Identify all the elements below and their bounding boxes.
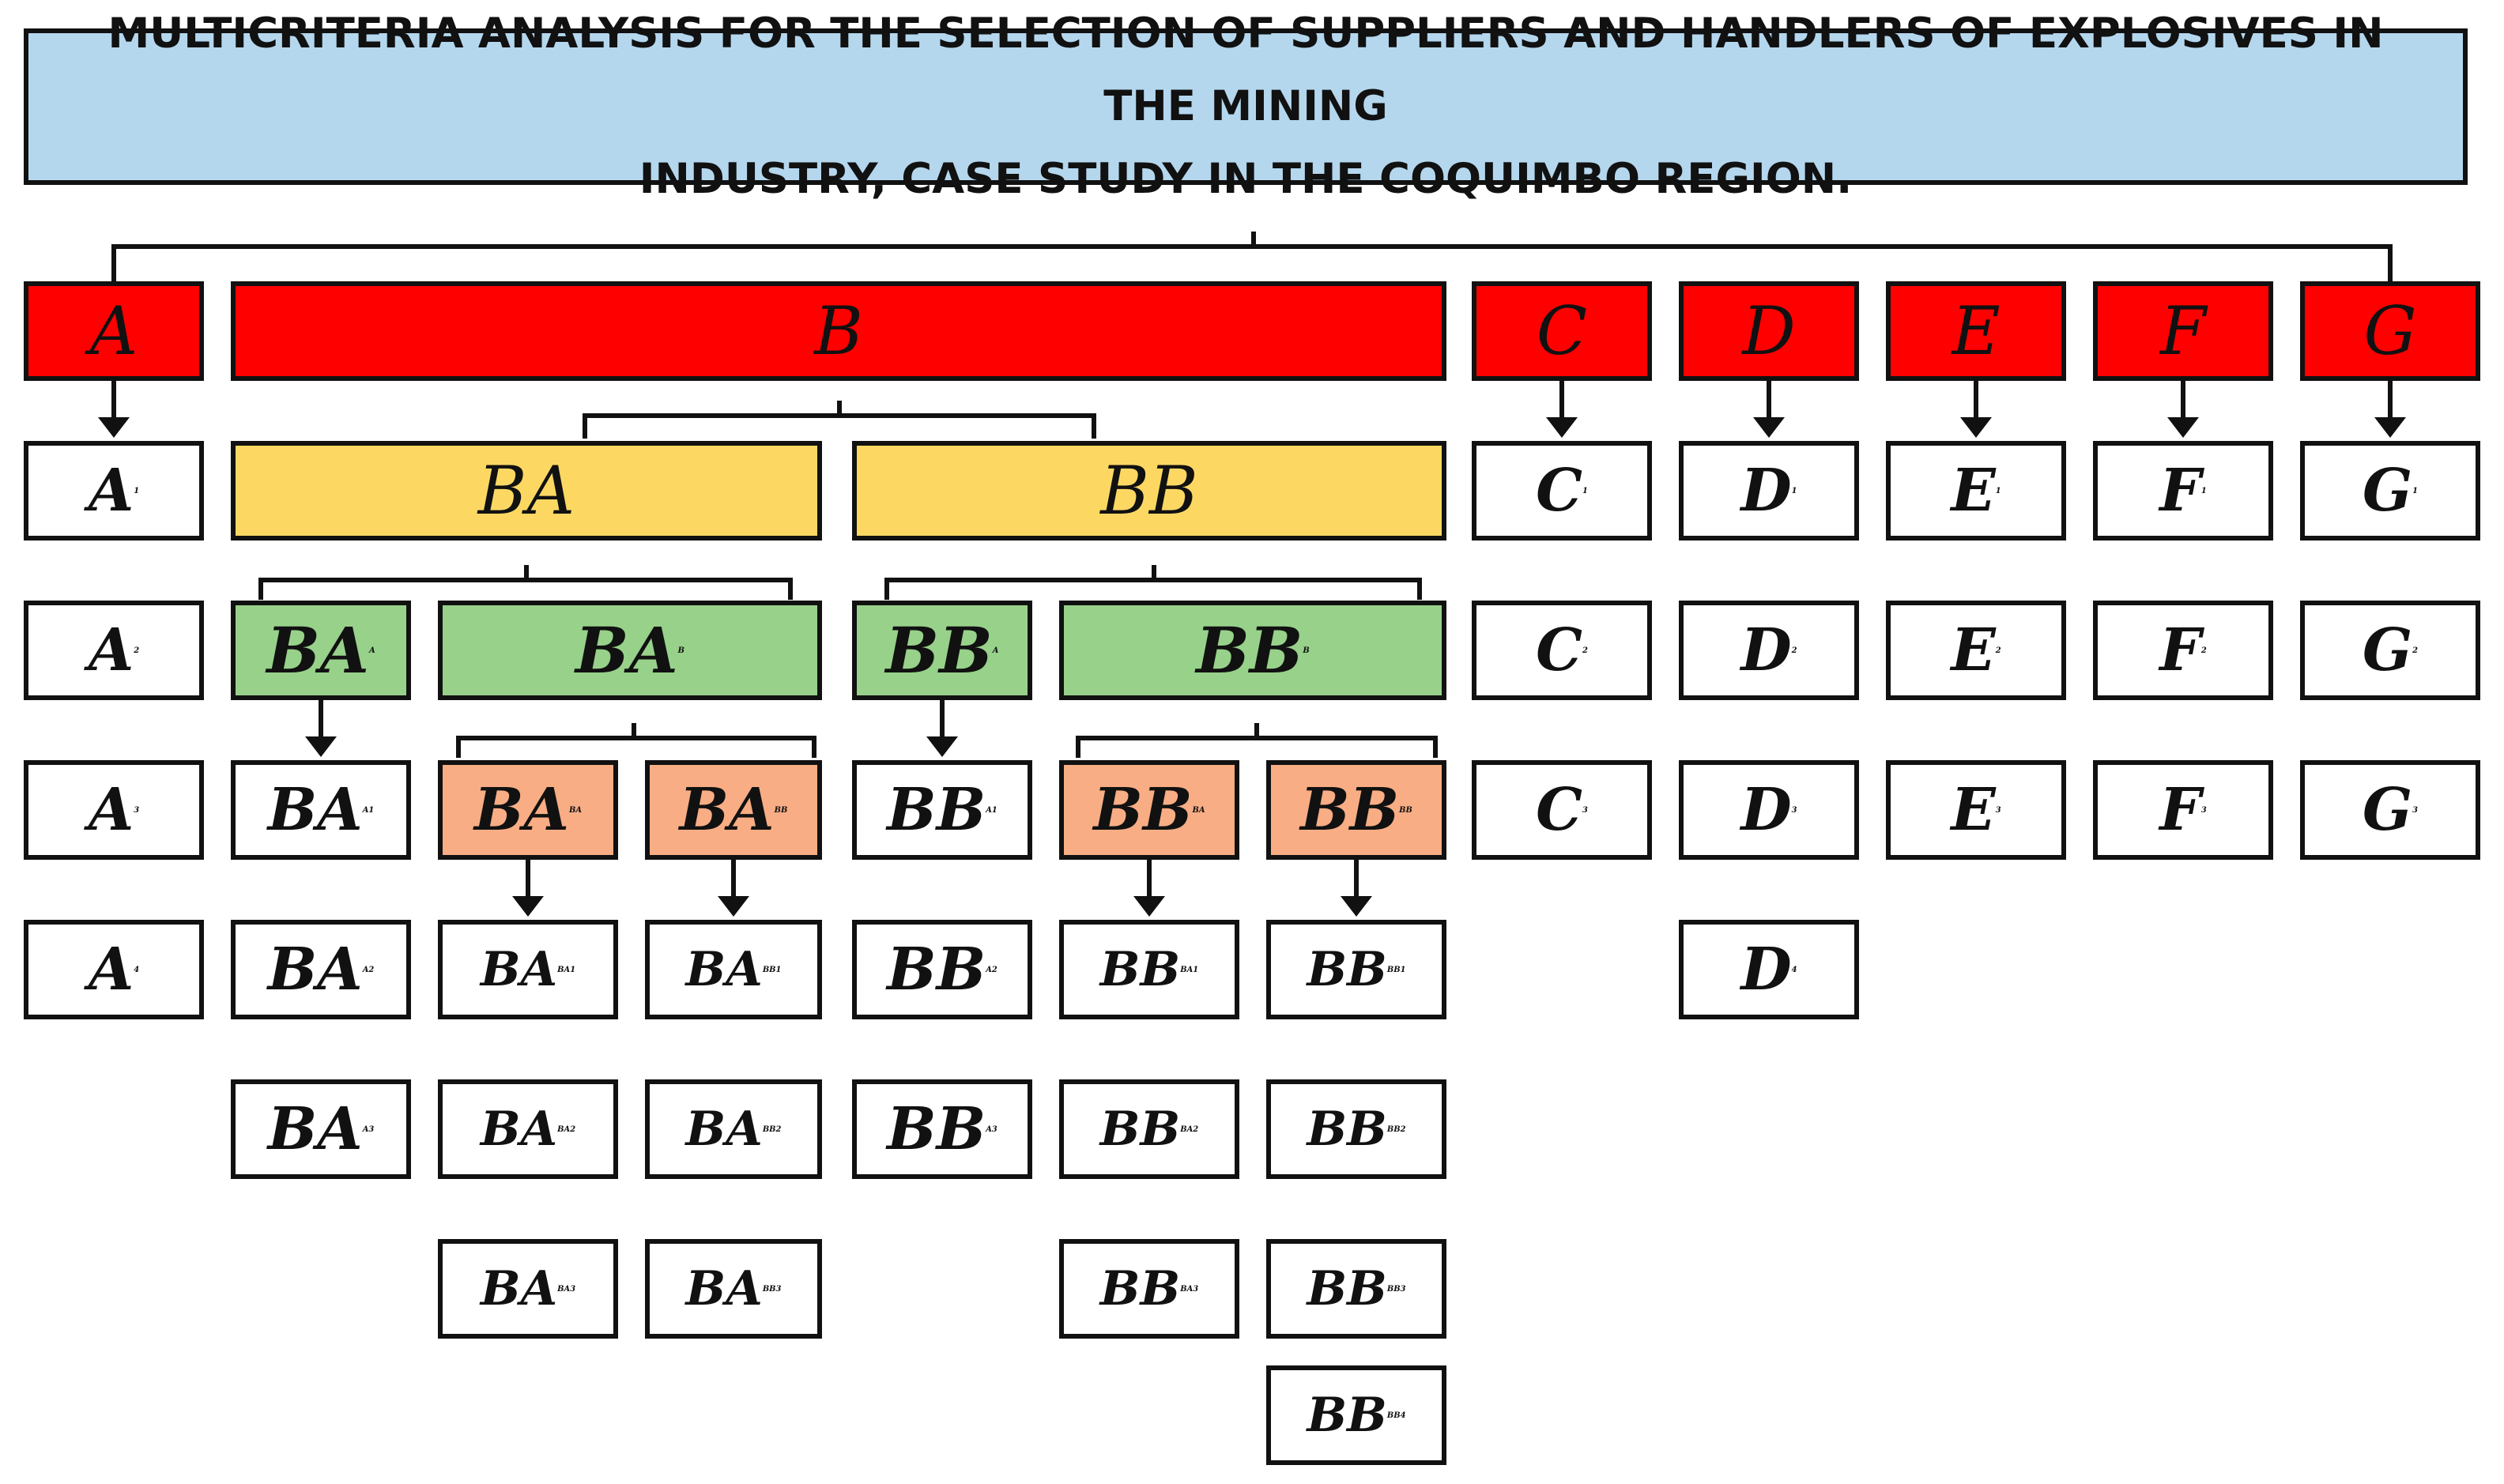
arrow-bb-a-head <box>926 736 958 757</box>
criterion-a: A <box>24 281 204 381</box>
criterion-f: F <box>2093 281 2273 381</box>
subcriterion-bb: BB <box>852 441 1446 540</box>
subcriterion-ba: BA <box>231 441 822 540</box>
title-line-2: INDUSTRY, CASE STUDY IN THE COQUIMBO REG… <box>639 155 1853 203</box>
criterion-g: G <box>2300 281 2480 381</box>
criterion-c: C <box>1472 281 1652 381</box>
arrow-c-head <box>1546 417 1578 438</box>
arrow-e-head <box>1960 417 1992 438</box>
diagram-title: MULTICRITERIA ANALYSIS FOR THE SELECTION… <box>24 9 2468 203</box>
arrow-ba-a-head <box>305 736 337 757</box>
criterion-d: D <box>1679 281 1859 381</box>
arrow-g-head <box>2374 417 2406 438</box>
arrow-ba-bb-head <box>718 896 749 917</box>
arrow-d-head <box>1753 417 1785 438</box>
arrow-a-head <box>98 417 130 438</box>
arrow-bb-bb-head <box>1341 896 1372 917</box>
arrow-f-head <box>2167 417 2199 438</box>
arrow-bb-ba-head <box>1133 896 1165 917</box>
criterion-e: E <box>1886 281 2066 381</box>
criterion-b: B <box>231 281 1446 381</box>
arrow-ba-ba-head <box>512 896 544 917</box>
title-line-1: MULTICRITERIA ANALYSIS FOR THE SELECTION… <box>107 9 2384 130</box>
